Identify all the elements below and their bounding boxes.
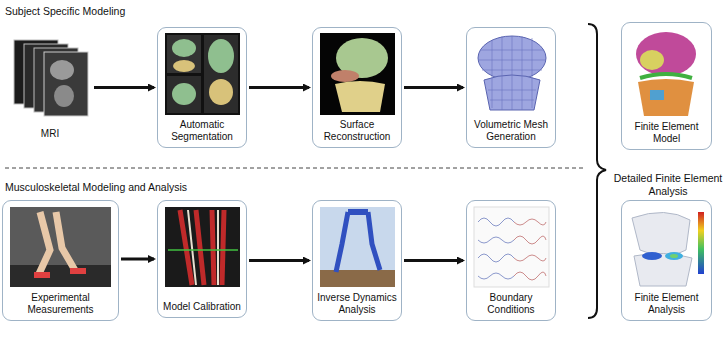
image-node: MRI <box>0 27 100 145</box>
box-caption: Experimental Measurements <box>6 292 115 315</box>
flow-arrow <box>404 86 463 89</box>
experiment-photo <box>10 207 111 287</box>
section-label: Subject Specific Modeling <box>5 5 125 18</box>
box-caption: Surface Reconstruction <box>316 119 398 142</box>
section-divider <box>5 168 585 169</box>
bracket <box>588 24 606 318</box>
fea-image <box>632 212 704 286</box>
process-box: Automatic Segmentation <box>157 27 247 148</box>
process-box: Boundary Conditions <box>466 200 556 321</box>
fe-model-image <box>636 32 696 116</box>
section-label: Detailed Finite Element Analysis <box>612 172 724 197</box>
section-label: Musculoskeletal Modeling and Analysis <box>5 181 187 194</box>
segmentation-image <box>165 33 240 115</box>
calibration-image <box>165 207 240 287</box>
process-box: Model Calibration <box>157 200 247 318</box>
flow-arrow <box>249 259 309 262</box>
box-caption: Boundary Conditions <box>470 292 552 315</box>
boundary-plots <box>474 207 549 287</box>
box-caption: Model Calibration <box>161 301 243 313</box>
flow-arrow <box>249 86 309 89</box>
process-box: Surface Reconstruction <box>312 27 402 148</box>
box-caption: Automatic Segmentation <box>161 119 243 142</box>
mesh-image <box>478 36 546 110</box>
flow-arrow <box>404 259 463 262</box>
box-caption: Inverse Dynamics Analysis <box>316 292 398 315</box>
process-box: Experimental Measurements <box>2 200 119 321</box>
box-caption: Finite Element Analysis <box>625 292 708 315</box>
flow-arrow <box>94 86 154 89</box>
box-caption: Finite Element Model <box>625 121 708 144</box>
process-box: Volumetric Mesh Generation <box>466 27 556 148</box>
inverse-dynamics-image <box>320 207 395 287</box>
flow-arrow <box>121 258 154 261</box>
surface-image <box>320 33 395 115</box>
mri-stack <box>14 40 88 116</box>
process-box: Inverse Dynamics Analysis <box>312 200 402 321</box>
process-box: Finite Element Model <box>621 22 712 150</box>
box-caption: Volumetric Mesh Generation <box>470 119 552 142</box>
box-caption: MRI <box>4 128 96 140</box>
process-box: Finite Element Analysis <box>621 200 712 321</box>
